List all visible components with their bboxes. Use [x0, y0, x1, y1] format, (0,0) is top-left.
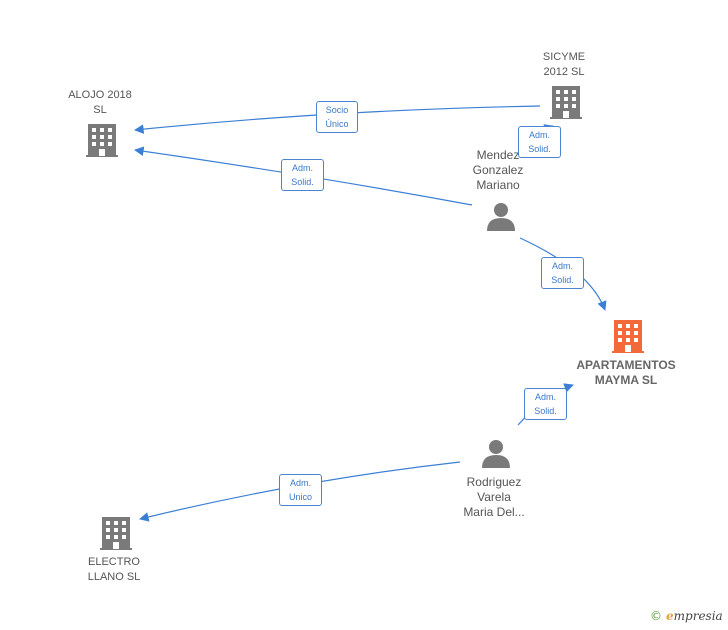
- node-label-mendez[interactable]: Mendez Gonzalez Mariano: [472, 148, 524, 192]
- node-label-rodriguez[interactable]: Rodriguez Varela Maria Del...: [463, 475, 525, 519]
- building-icon: [612, 320, 644, 353]
- person-icon: [487, 203, 515, 231]
- node-label-alojo[interactable]: ALOJO 2018 SL: [68, 89, 132, 116]
- edge-label-mendez-apartamentos: Adm. Solid.: [541, 257, 584, 289]
- edge-label-mendez-alojo: Adm. Solid.: [281, 159, 324, 191]
- edge-label-rodriguez-apartamentos: Adm. Solid.: [524, 388, 567, 420]
- brand-logo-letter: e: [666, 609, 674, 623]
- edge-label-mendez-sicyme: Adm. Solid.: [518, 126, 561, 158]
- node-label-electro[interactable]: ELECTRO LLANO SL: [87, 556, 141, 583]
- edge-label-sicyme-alojo: Socio Único: [316, 101, 358, 133]
- edge-label-rodriguez-electro: Adm. Unico: [279, 474, 322, 506]
- building-icon: [550, 86, 582, 119]
- brand-footer: © empresia: [650, 609, 723, 623]
- building-icon: [100, 517, 132, 550]
- person-icon: [482, 440, 510, 468]
- copyright-icon: ©: [650, 609, 662, 623]
- building-icon: [86, 124, 118, 157]
- node-label-apartamentos[interactable]: APARTAMENTOS MAYMA SL: [576, 358, 676, 387]
- brand-logo-text: mpresia: [673, 609, 723, 623]
- node-label-sicyme[interactable]: SICYME 2012 SL: [542, 51, 586, 78]
